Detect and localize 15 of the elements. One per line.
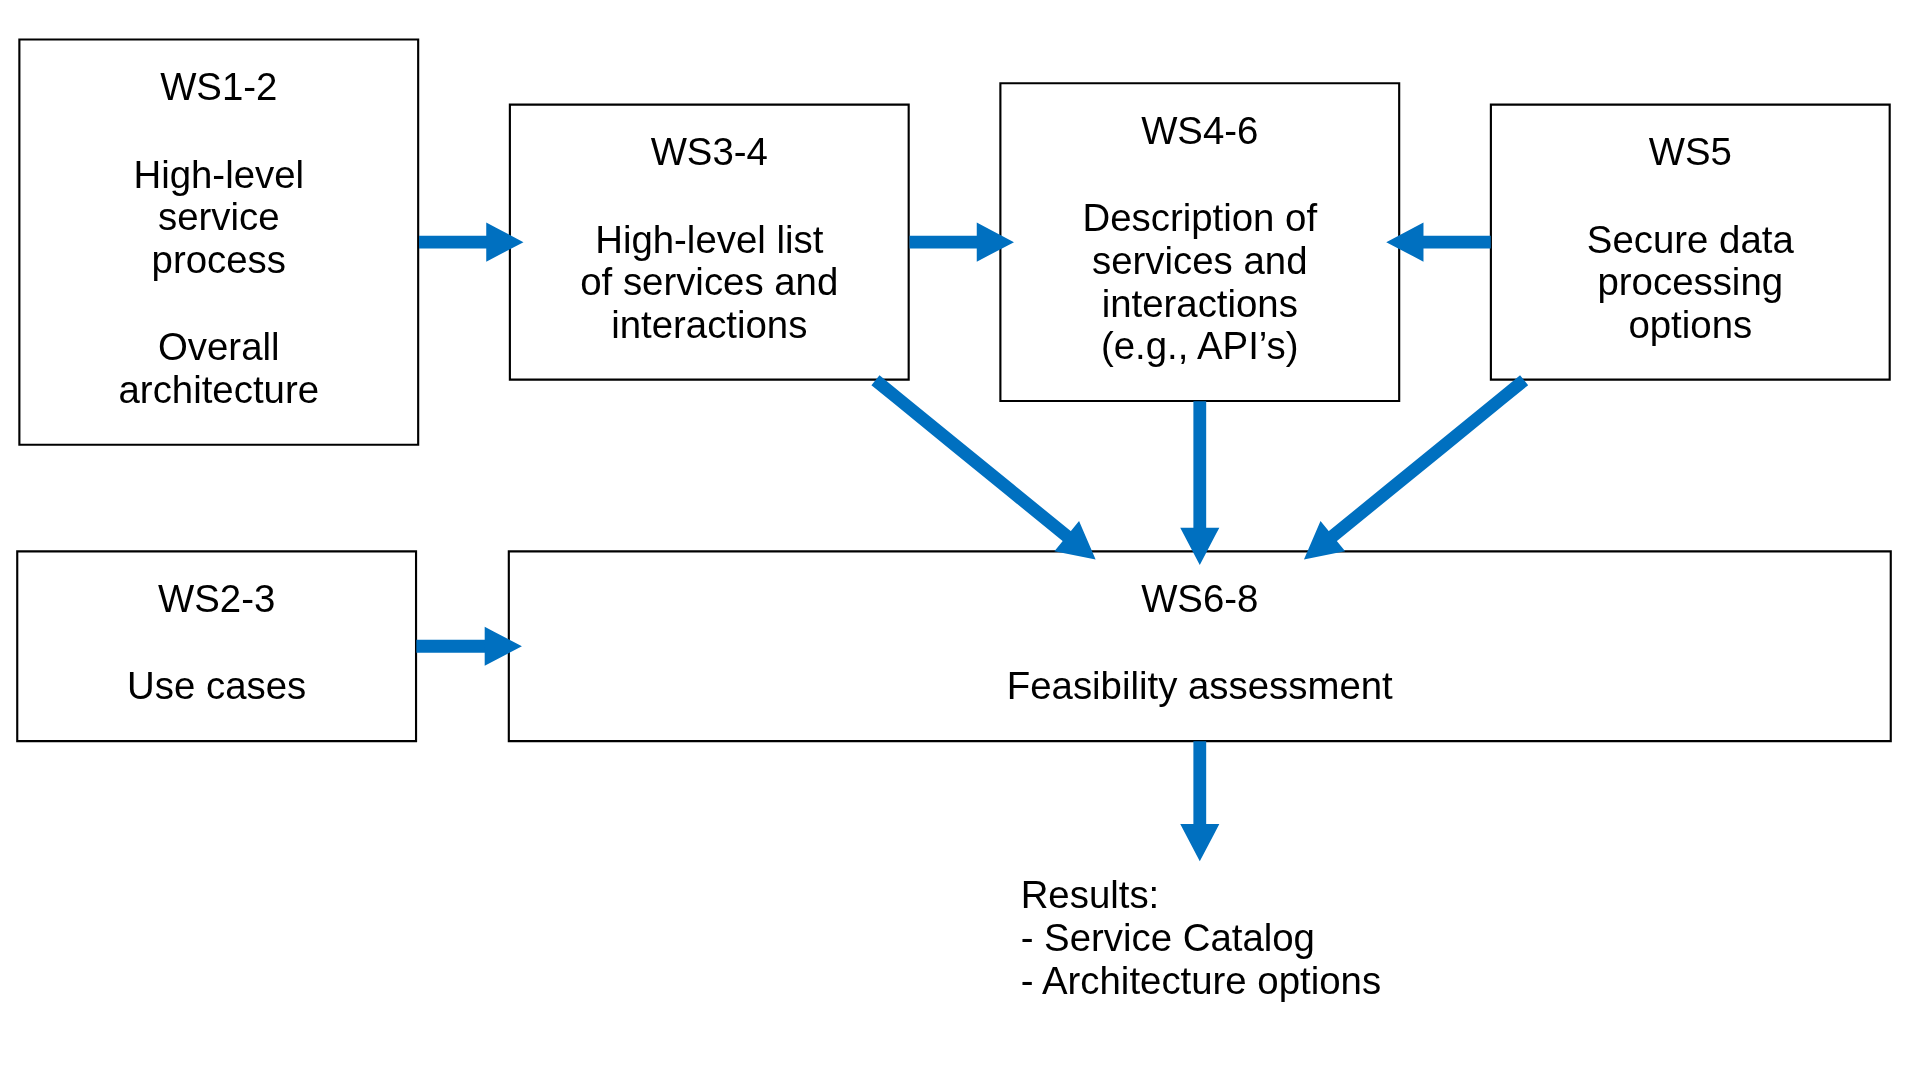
node-box: WS3-4 High-level list of services and interactions [508,103,910,381]
node-box: WS5 Secure data processing options [1489,103,1891,381]
arrow [909,222,1014,262]
arrow [1180,740,1220,861]
node-box: WS1-2 High-level service process Overall architecture [18,37,420,446]
arrow [419,222,524,262]
arrow [871,374,1096,560]
node-box: WS6-8 Feasibility assessment [507,549,1892,742]
node-box: WS4-6 Description of services and interactions (e.g., API’s) [999,81,1401,402]
arrow [1303,374,1529,560]
arrow [416,626,522,666]
node-text: Results: - Service Catalog - Architecture options [1020,872,1382,1002]
node-box: WS2-3 Use cases [16,549,418,742]
arrow [1180,400,1220,565]
arrow [1386,222,1491,262]
